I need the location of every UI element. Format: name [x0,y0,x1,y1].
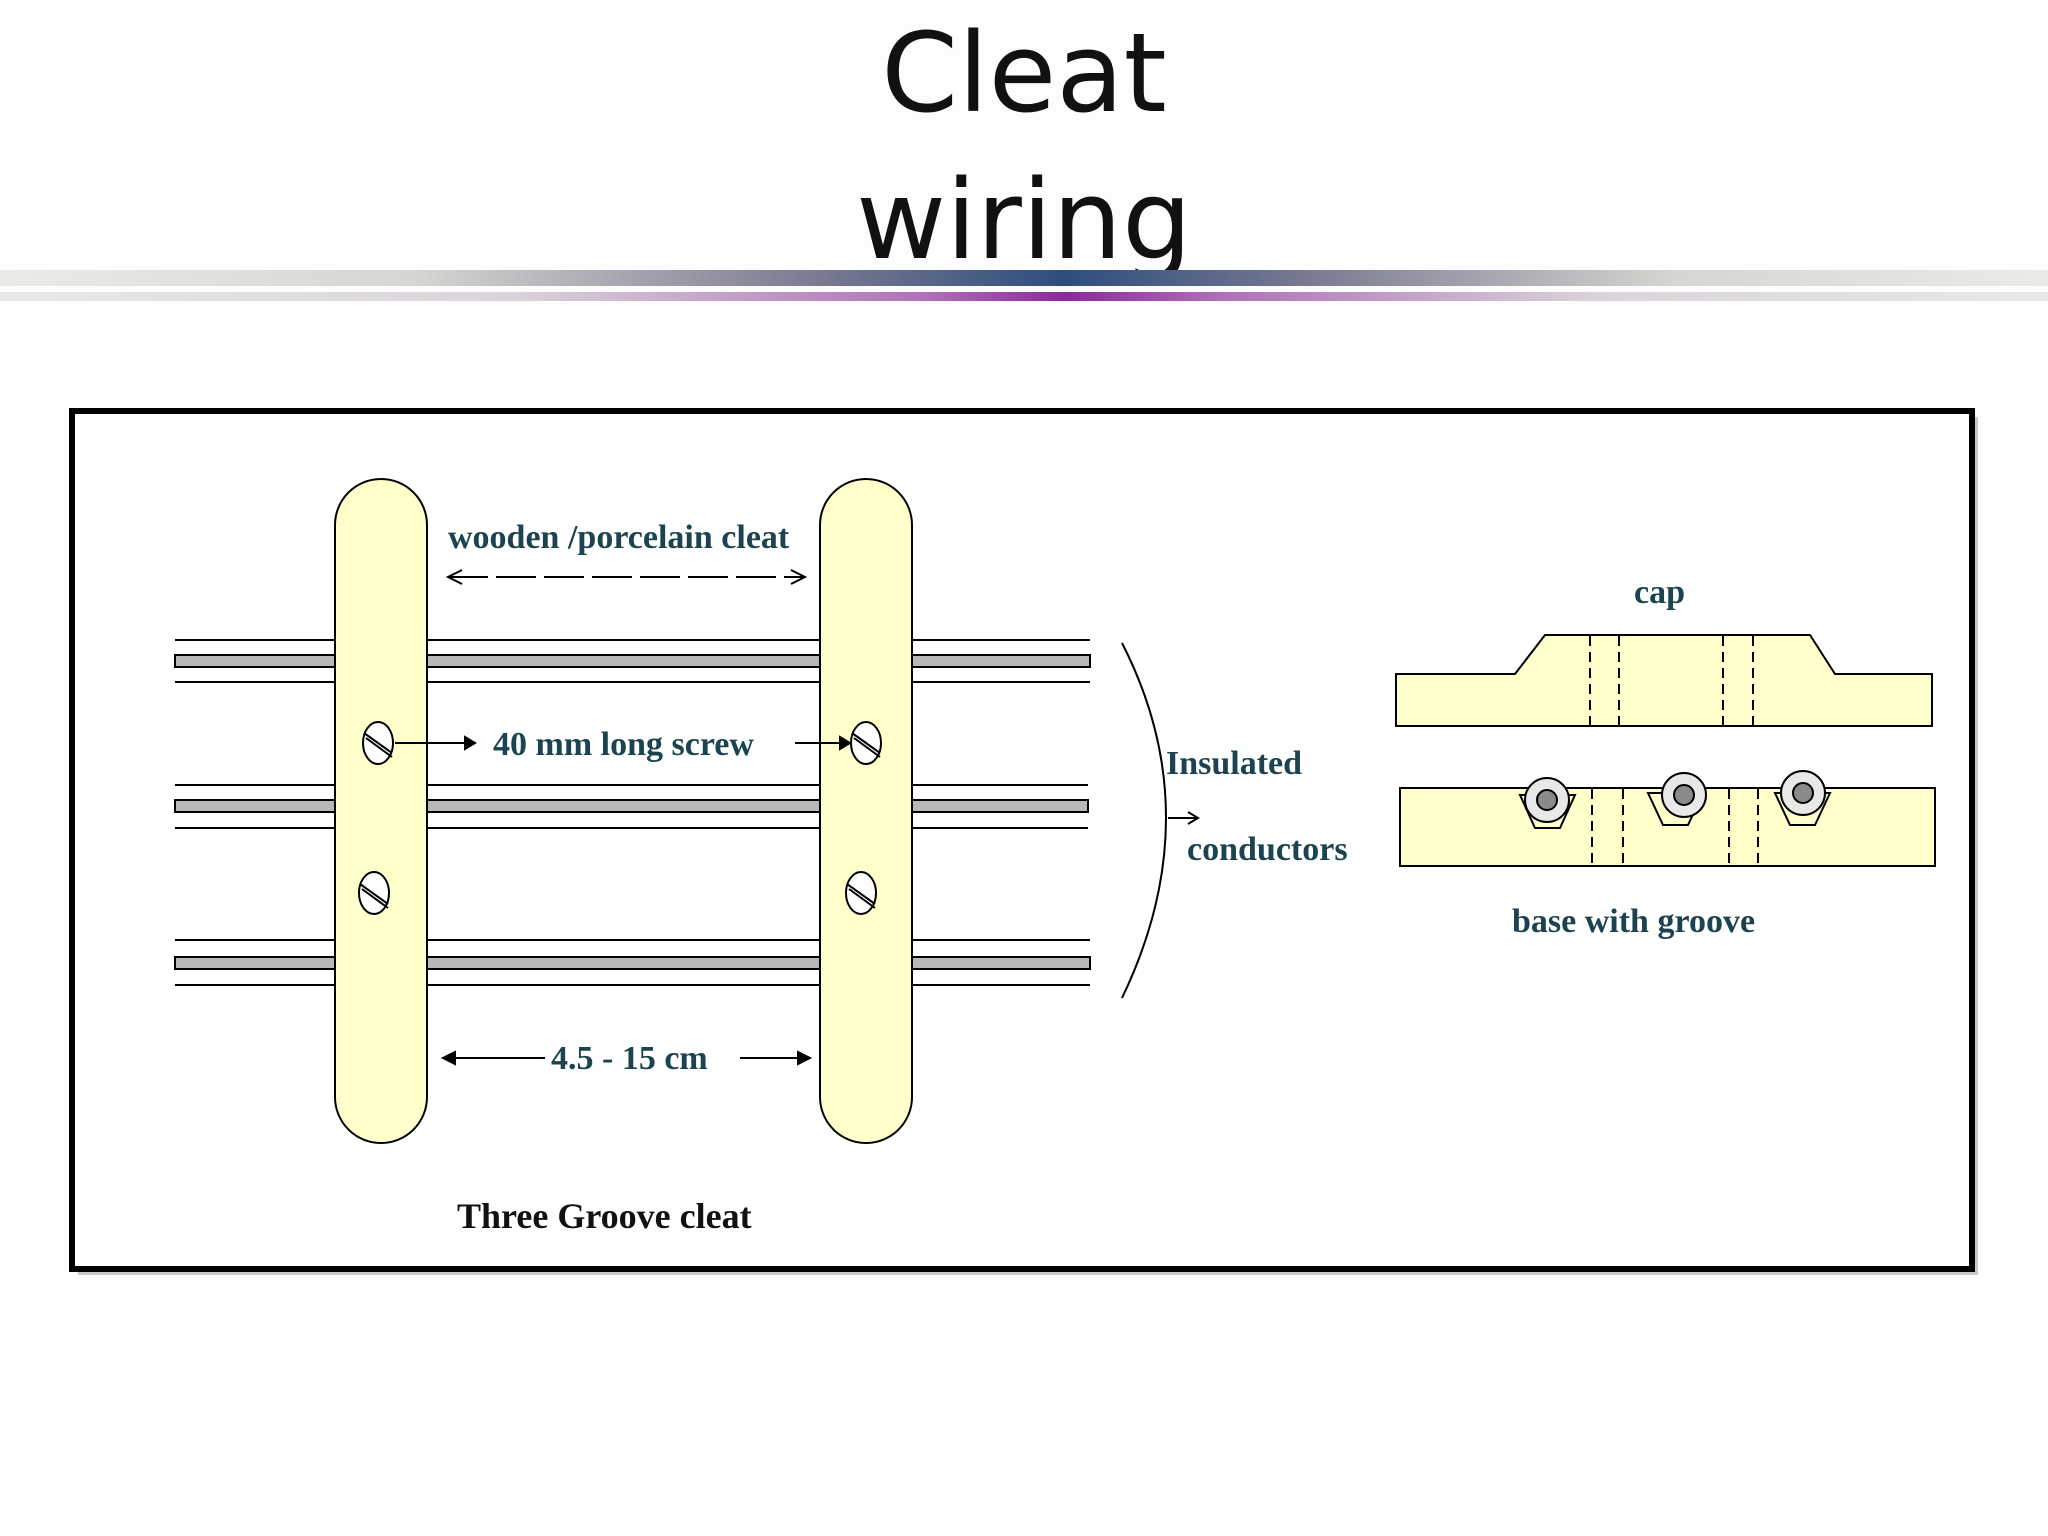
cleat-base [1399,770,1936,867]
label-caption: Three Groove cleat [457,1196,752,1236]
cleat-dimension-arrow [445,569,808,585]
label-spacing: 4.5 - 15 cm [551,1040,708,1077]
label-cap: cap [1634,574,1685,611]
cleat-cap [1395,634,1933,727]
label-insulated: Insulated [1166,745,1302,782]
label-screw: 40 mm long screw [493,726,754,763]
groove-conductor-icon [1518,770,1832,829]
cleat-left [334,478,428,1144]
label-conductors: conductors [1187,831,1348,868]
spacing-dimension-arrow [440,1050,813,1066]
title-divider-bottom [0,292,2048,301]
conductor-bracket [1121,642,1200,999]
slide-title-line2: wiring [856,156,1192,284]
title-divider-top [0,270,2048,286]
screw-pointer-arrows [395,735,852,751]
screw-icon [358,721,882,915]
slide-title-line1: Cleat [881,9,1167,137]
cleat-right [819,478,913,1144]
label-cleat: wooden /porcelain cleat [448,519,790,556]
label-base: base with groove [1512,903,1755,940]
